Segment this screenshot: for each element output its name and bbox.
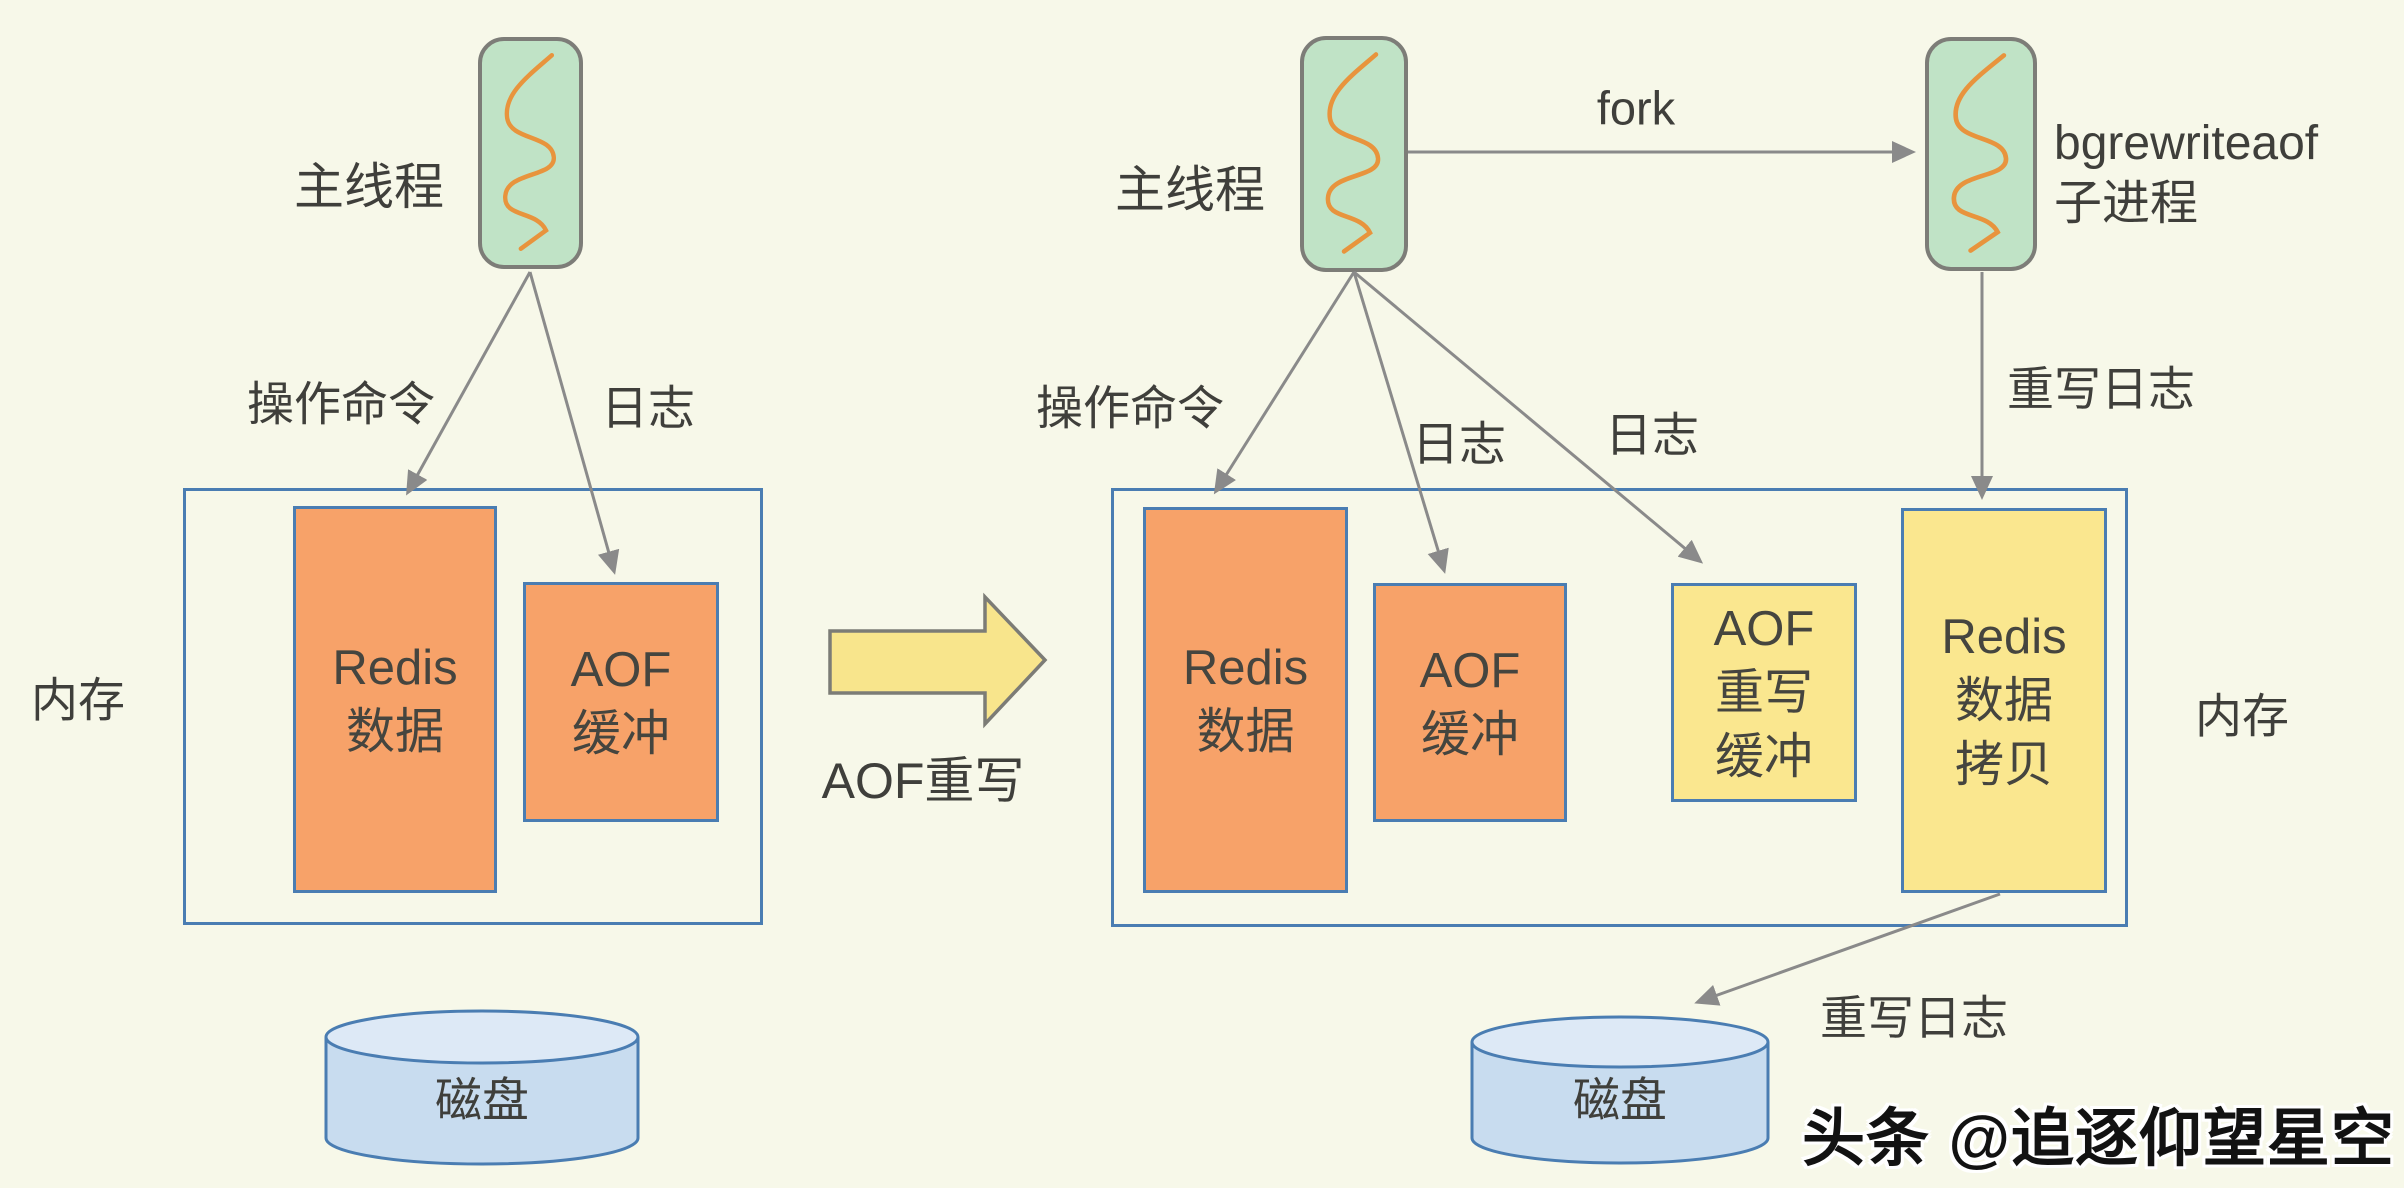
aof-buffer-box-left: AOF 缓冲 (523, 582, 719, 822)
aof-buffer-box-right: AOF 缓冲 (1373, 583, 1567, 822)
aof-rewrite-buffer-box: AOF 重写 缓冲 (1671, 583, 1857, 802)
log-label-right-2: 日志 (1605, 408, 1699, 462)
thread-squiggle-icon (503, 52, 556, 251)
op-cmd-label-right: 操作命令 (1036, 381, 1224, 435)
bgrewriteaof-child-process-box (1925, 37, 2037, 271)
memory-label-left: 内存 (31, 673, 125, 727)
box-label-line: 拷贝 (1954, 737, 2053, 792)
watermark-text: 头条 @追逐仰望星空 (1802, 1104, 2395, 1174)
box-label-line: Redis (332, 640, 458, 695)
box-label-line: 数据 (345, 704, 444, 759)
thread-squiggle-icon (1325, 52, 1381, 254)
box-label-line: AOF (1419, 643, 1521, 698)
log-label-right-1: 日志 (1412, 417, 1506, 471)
main-thread-box-left (478, 37, 583, 269)
box-label-line: AOF (570, 643, 672, 697)
box-label-line: 缓冲 (1420, 707, 1519, 762)
redis-data-box-left: Redis 数据 (293, 506, 497, 893)
main-thread-box-right (1300, 36, 1408, 272)
redis-data-box-right: Redis 数据 (1143, 507, 1348, 893)
main-thread-label-left: 主线程 (294, 159, 444, 215)
disk-label-right: 磁盘 (1573, 1073, 1667, 1127)
main-thread-label-right: 主线程 (1115, 162, 1265, 218)
rewrite-log-label-top: 重写日志 (2007, 362, 2195, 416)
aof-rewrite-transition-arrow-icon (828, 592, 1048, 729)
op-cmd-arrow-right (1213, 271, 1356, 495)
log-label-left: 日志 (601, 381, 695, 435)
aof-rewrite-label: AOF重写 (821, 753, 1025, 809)
box-label-line: 重写 (1714, 665, 1813, 720)
box-label-line: 缓冲 (571, 707, 670, 761)
box-label-line: Redis (1941, 609, 2067, 664)
box-label-line: 数据 (1954, 673, 2053, 728)
op-cmd-label-left: 操作命令 (247, 377, 435, 431)
child-process-label-line1: bgrewriteaof (2054, 117, 2319, 170)
child-process-label: bgrewriteaof 子进程 (2054, 114, 2318, 234)
thread-squiggle-icon (1951, 53, 2009, 253)
child-process-label-line2: 子进程 (2054, 177, 2199, 230)
box-label-line: 缓冲 (1714, 729, 1813, 784)
memory-label-right: 内存 (2195, 689, 2289, 743)
box-label-line: Redis (1182, 641, 1309, 695)
fork-label: fork (1596, 81, 1676, 135)
box-label-line: AOF (1713, 601, 1815, 656)
disk-label-left: 磁盘 (435, 1073, 529, 1127)
redis-data-copy-box: Redis 数据 拷贝 (1901, 508, 2107, 893)
box-label-line: 数据 (1196, 705, 1295, 759)
rewrite-log-label-bottom: 重写日志 (1820, 991, 2008, 1045)
